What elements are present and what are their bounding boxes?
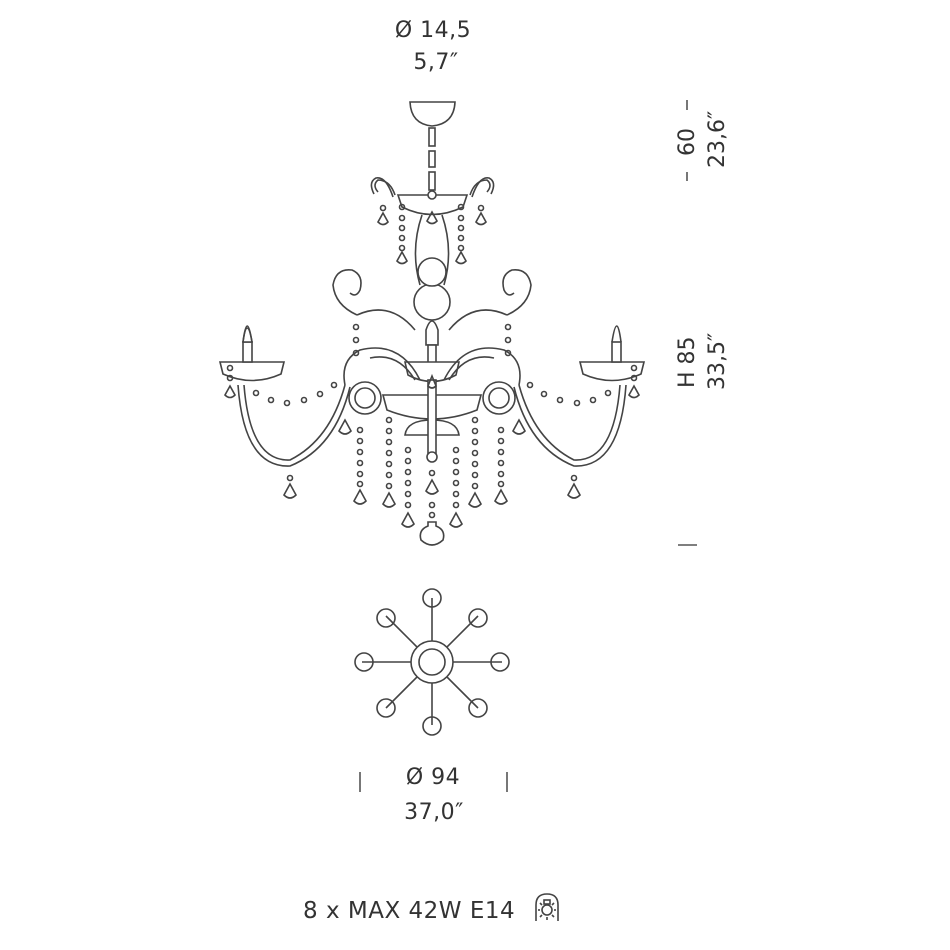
lamp-spec-text: 8 x MAX 42W E14 [303,898,516,924]
canopy-diameter-imperial: 5,7″ [413,50,459,75]
chandelier-front-view [218,101,646,546]
dimension-ticks [359,100,697,792]
bulb-indoor-icon [535,893,559,921]
total-diameter-metric: Ø 94 [405,765,461,790]
total-diameter-imperial: 37,0″ [404,800,464,825]
canopy-diameter-metric: Ø 14,5 [394,18,472,43]
chandelier-top-view [354,588,510,736]
